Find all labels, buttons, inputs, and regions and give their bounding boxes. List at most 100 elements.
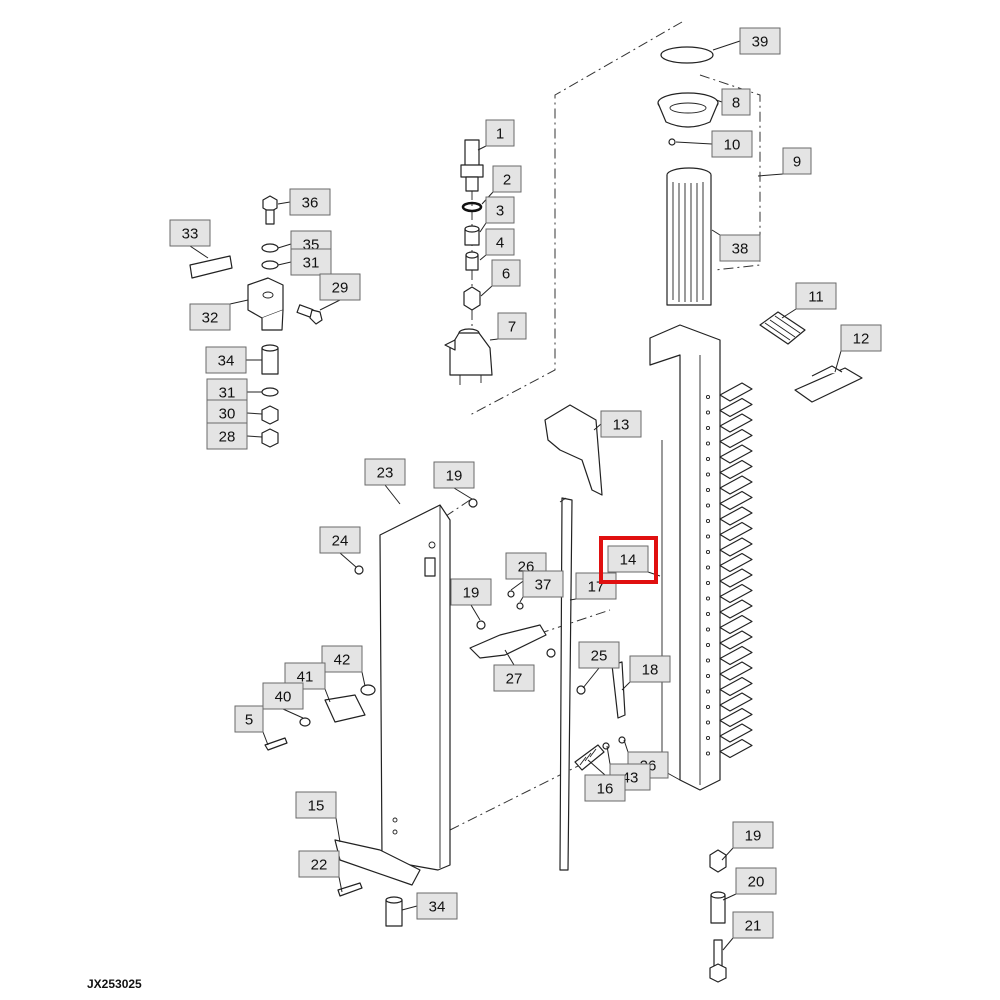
leader-line (519, 596, 524, 603)
spine-tooth (719, 552, 753, 573)
leader-line (480, 285, 493, 297)
callout-number: 24 (332, 533, 349, 550)
cap-8 (657, 92, 719, 128)
callout-number: 31 (219, 385, 236, 402)
leader-line (277, 243, 292, 249)
callout-c1: 1 (477, 119, 515, 151)
callout-number: 25 (591, 648, 608, 665)
callout-number: 3 (496, 203, 504, 220)
callout-number: 7 (508, 319, 516, 336)
callout-c31a: 31 (277, 248, 332, 276)
bushing-34a (261, 344, 279, 375)
spine-tooth (719, 583, 753, 604)
leader-line (470, 604, 481, 621)
callout-box (290, 248, 332, 276)
leader-line (262, 731, 269, 746)
callout-box (732, 911, 774, 939)
callout-box (295, 791, 337, 819)
spine-hole (705, 456, 711, 462)
callout-c33: 33 (169, 219, 211, 259)
callout-box (189, 303, 231, 331)
callout-number: 38 (732, 241, 749, 258)
leader-line (189, 245, 209, 259)
bolt-21 (709, 939, 727, 983)
callout-box (485, 119, 515, 147)
spine-tooth (719, 521, 753, 542)
washer-40 (299, 717, 311, 727)
callout-number: 18 (642, 662, 659, 679)
spine-tooth (719, 630, 753, 650)
callout-box (578, 641, 620, 669)
callout-box (732, 821, 774, 849)
rod-17 (559, 497, 573, 871)
callout-c41: 41 (284, 662, 331, 703)
nut-6 (463, 286, 481, 311)
spine-hole (705, 425, 711, 431)
callout-c40: 40 (262, 682, 304, 719)
spine-hole (705, 611, 711, 617)
spine-hole (705, 534, 711, 539)
callout-box (319, 526, 361, 554)
callout-number: 41 (297, 669, 314, 686)
callout-number: 23 (377, 465, 394, 482)
leader-line (277, 201, 291, 205)
callout-number: 9 (793, 154, 801, 171)
spine-tooth (719, 397, 753, 418)
callout-number: 8 (732, 95, 740, 112)
leader-line (401, 905, 418, 911)
spine-tooth (719, 382, 753, 402)
spine-tooth (719, 707, 753, 728)
leader-line (621, 681, 631, 691)
leader-line (722, 893, 737, 901)
spine-hole (705, 689, 711, 694)
callout-c3: 3 (479, 196, 515, 233)
callout-c2: 2 (481, 165, 522, 205)
spine-tooth (719, 645, 753, 666)
callout-c5: 5 (234, 705, 269, 746)
callout-c8: 8 (715, 88, 751, 116)
callout-box (719, 234, 761, 262)
callout-box (600, 410, 642, 438)
callout-c30: 30 (206, 399, 263, 427)
callout-labels: 3981093812346736333531293234313028111213… (169, 27, 882, 951)
nut-19c (709, 849, 727, 873)
bracket-41 (324, 694, 366, 723)
spring-16 (574, 744, 605, 771)
spine-14 (649, 324, 753, 791)
leader-line (606, 745, 611, 765)
leader-line (582, 667, 600, 689)
spine-hole (705, 394, 711, 400)
bolt-36 (262, 195, 278, 225)
link-27 (469, 624, 547, 659)
callout-c10: 10 (675, 130, 753, 158)
spine-hole (705, 735, 711, 741)
callout-c27: 27 (493, 649, 535, 692)
leader-line (722, 937, 734, 951)
callout-number: 14 (620, 552, 637, 569)
spine-hole (705, 580, 711, 586)
leader-line (721, 847, 734, 861)
nut-4 (465, 251, 479, 271)
callout-box (492, 165, 522, 193)
callout-c14: 14 (607, 545, 661, 577)
callout-c25: 25 (578, 641, 620, 689)
callout-c19b: 19 (450, 578, 492, 621)
leader-line (479, 254, 487, 261)
spine-hole (705, 720, 711, 725)
spine-tooth (719, 506, 753, 526)
callout-c13: 13 (593, 410, 642, 438)
callout-number: 19 (463, 585, 480, 602)
spine-hole (705, 751, 711, 756)
callout-box (206, 422, 248, 450)
callout-number: 10 (724, 137, 741, 154)
spine-hole (705, 596, 711, 601)
tube-38 (666, 167, 712, 306)
shim-33 (189, 255, 233, 279)
callout-number: 27 (506, 671, 523, 688)
spine-hole (705, 549, 711, 555)
spine-tooth (719, 723, 753, 743)
callout-c9: 9 (757, 147, 812, 177)
washer-42 (360, 684, 376, 696)
leader-line (569, 598, 577, 601)
